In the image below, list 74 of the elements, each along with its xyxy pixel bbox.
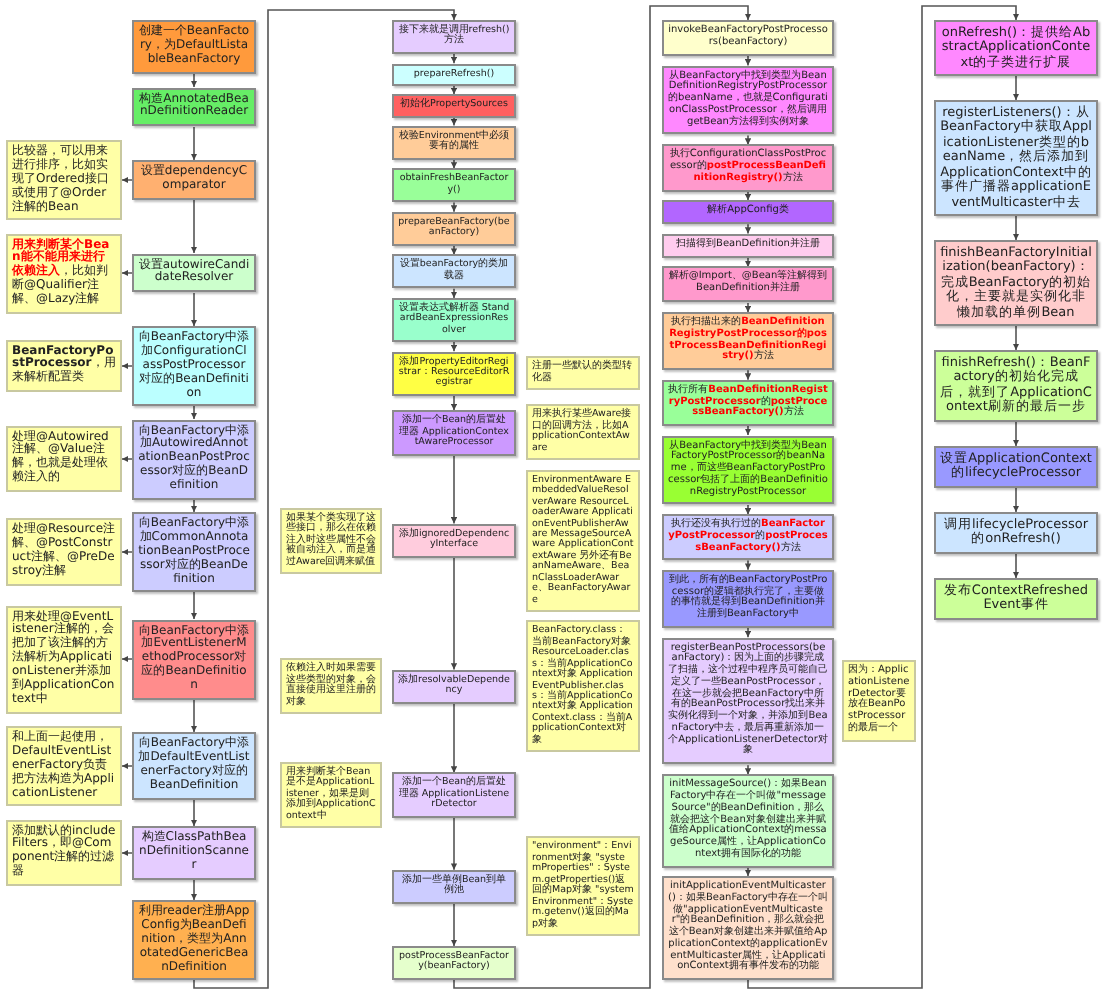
arrow bbox=[1012, 553, 1020, 579]
process-box bbox=[392, 523, 516, 558]
process-box bbox=[662, 233, 834, 258]
arrow bbox=[744, 134, 752, 146]
process-box bbox=[392, 168, 516, 203]
arrow bbox=[190, 73, 198, 88]
arrow bbox=[744, 764, 752, 776]
process-box bbox=[662, 266, 834, 302]
arrow bbox=[744, 424, 752, 436]
arrow bbox=[450, 53, 458, 64]
arrow bbox=[453, 5, 752, 989]
arrow bbox=[450, 84, 458, 96]
arrow bbox=[190, 199, 198, 254]
arrow bbox=[450, 115, 458, 127]
arrow bbox=[744, 256, 752, 268]
arrow bbox=[450, 158, 458, 170]
process-box bbox=[934, 578, 1098, 620]
arrow bbox=[190, 292, 198, 327]
arrow bbox=[190, 498, 198, 513]
process-box bbox=[392, 669, 516, 704]
arrow bbox=[450, 201, 458, 213]
arrow bbox=[1012, 215, 1020, 241]
arrow bbox=[1012, 487, 1020, 513]
arrow bbox=[1012, 325, 1020, 351]
arrow bbox=[190, 405, 198, 420]
process-box bbox=[392, 869, 516, 904]
arrow bbox=[744, 189, 752, 201]
process-box bbox=[392, 254, 516, 289]
arrow bbox=[450, 453, 458, 525]
arrow bbox=[1012, 75, 1020, 101]
arrow bbox=[744, 55, 752, 67]
arrow bbox=[450, 702, 458, 774]
arrow bbox=[450, 341, 458, 352]
process-box bbox=[392, 946, 516, 980]
arrow bbox=[450, 556, 458, 671]
dashed-arrow bbox=[121, 655, 133, 663]
note-box bbox=[6, 140, 122, 221]
arrow bbox=[450, 394, 458, 412]
arrow bbox=[744, 302, 752, 314]
note-box bbox=[526, 356, 640, 390]
dashed-arrow bbox=[121, 269, 133, 277]
arrow bbox=[450, 903, 458, 947]
dashed-arrow bbox=[121, 455, 133, 463]
arrow bbox=[744, 223, 752, 235]
arrow bbox=[190, 879, 198, 901]
arrow bbox=[744, 559, 752, 571]
arrow bbox=[190, 126, 198, 161]
arrow bbox=[450, 244, 458, 256]
process-box bbox=[392, 94, 516, 118]
arrow bbox=[450, 288, 458, 299]
arrow bbox=[190, 591, 198, 620]
dashed-arrow bbox=[121, 762, 133, 770]
note-box bbox=[6, 425, 122, 493]
arrow bbox=[747, 5, 1020, 989]
process-box bbox=[934, 512, 1098, 554]
arrow bbox=[744, 627, 752, 639]
dashed-arrow bbox=[121, 362, 133, 370]
dashed-arrow bbox=[121, 849, 133, 857]
process-box bbox=[392, 63, 516, 87]
process-box bbox=[662, 20, 834, 55]
dashed-arrow bbox=[121, 548, 133, 556]
process-box bbox=[392, 20, 516, 54]
process-box bbox=[662, 200, 834, 224]
arrow bbox=[193, 9, 458, 989]
arrow bbox=[190, 698, 198, 733]
process-box bbox=[392, 211, 516, 246]
arrow bbox=[744, 865, 752, 877]
dashed-arrow bbox=[121, 176, 133, 184]
arrow bbox=[744, 504, 752, 516]
arrow bbox=[744, 369, 752, 381]
arrow bbox=[190, 799, 198, 827]
arrow bbox=[1012, 421, 1020, 447]
arrow bbox=[450, 815, 458, 871]
process-box bbox=[392, 125, 516, 160]
